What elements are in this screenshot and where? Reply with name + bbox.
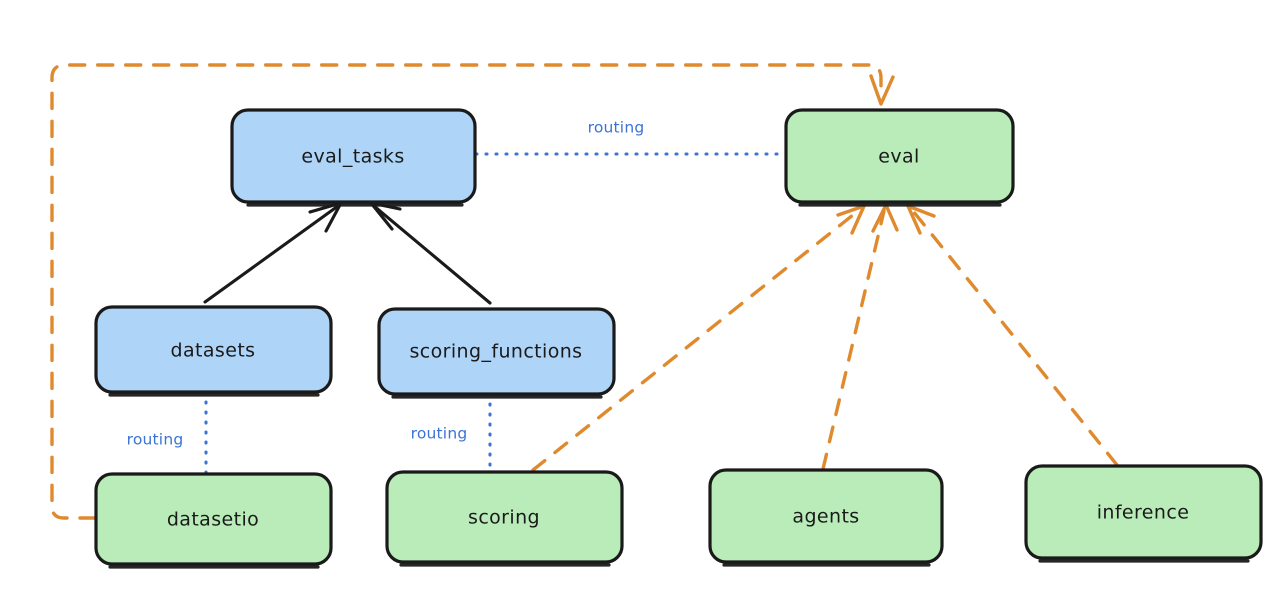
edge-group-solid: [203, 201, 492, 305]
node-scoring-functions-label: scoring_functions: [410, 341, 583, 363]
node-datasets-box: [94, 305, 333, 394]
arrowhead-agents-to-eval: [871, 203, 899, 233]
node-agents-label: agents: [792, 506, 859, 528]
edge-label-routing-scoring: routing: [411, 425, 468, 443]
node-datasetio-box: [94, 472, 333, 566]
node-scoring-functions-box: [377, 307, 616, 396]
arrowhead-scoring-to-eval: [836, 204, 866, 235]
edge-scoring-to-eval: [531, 209, 860, 472]
node-inference-box: [1024, 464, 1263, 560]
node-eval-tasks-box: [230, 108, 477, 204]
node-eval-tasks-label: eval_tasks: [301, 146, 404, 168]
edge-label-group: routing routing routing: [127, 119, 645, 449]
node-scoring-functions[interactable]: scoring_functions: [377, 307, 616, 399]
node-agents-box: [708, 468, 944, 564]
node-eval-box: [784, 108, 1015, 204]
node-agents[interactable]: agents: [708, 468, 944, 567]
node-datasetio[interactable]: datasetio: [94, 472, 333, 569]
edge-inference-to-eval: [911, 209, 1119, 467]
node-scoring[interactable]: scoring: [385, 470, 624, 567]
edge-group-routing: [204, 152, 787, 475]
node-datasetio-label: datasetio: [167, 509, 259, 531]
node-eval-label: eval: [878, 146, 919, 168]
edge-scoring-functions-to-eval-tasks: [372, 204, 492, 305]
edge-datasetio-to-eval: [50, 63, 883, 520]
node-scoring-box: [385, 470, 624, 564]
node-inference-label: inference: [1097, 502, 1190, 524]
node-eval-tasks[interactable]: eval_tasks: [230, 108, 477, 207]
edge-label-routing-eval: routing: [588, 119, 645, 137]
node-eval[interactable]: eval: [784, 108, 1015, 207]
edge-agents-to-eval: [821, 209, 886, 471]
node-datasets[interactable]: datasets: [94, 305, 333, 397]
arrowhead-datasetio-to-eval: [869, 74, 895, 106]
edge-label-routing-datasets: routing: [127, 431, 184, 449]
node-scoring-label: scoring: [468, 507, 540, 529]
node-datasets-label: datasets: [171, 340, 256, 362]
edge-datasets-to-eval-tasks: [203, 204, 340, 304]
node-inference[interactable]: inference: [1024, 464, 1263, 563]
